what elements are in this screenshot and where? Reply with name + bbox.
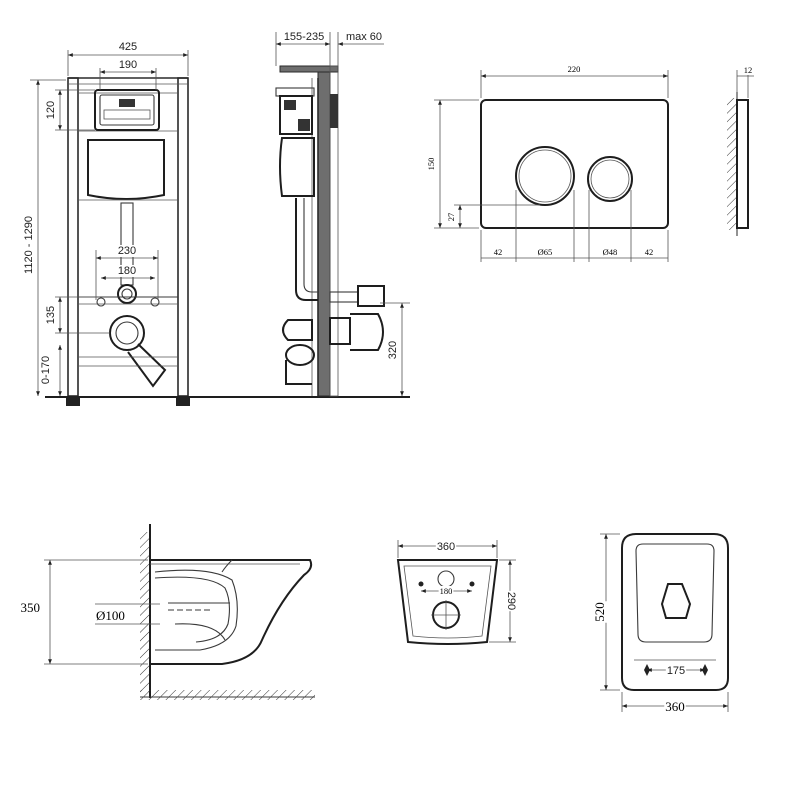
frame-left-foot xyxy=(66,396,80,406)
dim-frame-width: 425 xyxy=(119,41,137,53)
plate-side-profile xyxy=(736,99,749,229)
dim-plate-right-42: 42 xyxy=(645,247,654,257)
bowl-side-view: 350 Ø100 xyxy=(19,524,315,700)
dim-135: 135 xyxy=(45,306,57,324)
dim-top-width: 360 xyxy=(665,699,685,714)
wall-section xyxy=(317,65,331,397)
dim-plate-width: 190 xyxy=(119,59,137,71)
frame-left-post xyxy=(67,77,79,397)
dim-plate-27: 27 xyxy=(446,213,456,222)
flush-plate-outline xyxy=(480,99,669,229)
bowl-top-outline xyxy=(621,533,729,691)
dim-pipe-height: 320 xyxy=(387,341,399,359)
dim-back-height: 290 xyxy=(505,592,517,610)
dim-button-65: Ø65 xyxy=(538,247,553,257)
dim-button-48: Ø48 xyxy=(603,247,618,257)
bowl-outline xyxy=(150,559,313,665)
dim-plate-left-42: 42 xyxy=(494,247,503,257)
dim-plate-150: 150 xyxy=(426,158,436,171)
dim-plate-12: 12 xyxy=(744,65,753,75)
dim-230: 230 xyxy=(118,245,136,257)
flush-button-large xyxy=(515,146,575,206)
flush-plate-front: 220 150 27 42 Ø65 Ø48 42 xyxy=(426,64,669,262)
frame-right-foot xyxy=(176,396,190,406)
flush-unit-side xyxy=(279,95,313,135)
bowl-back-view: 360 290 180 xyxy=(396,540,517,645)
dim-side-max: max 60 xyxy=(346,31,382,43)
flush-button-small xyxy=(587,156,633,202)
dim-bowl-height: 350 xyxy=(21,600,41,615)
dim-top-holes: 175 xyxy=(667,665,685,677)
frame-right-post xyxy=(177,77,189,397)
dim-180: 180 xyxy=(118,265,136,277)
dim-top-length: 520 xyxy=(592,602,607,622)
dim-bowl-outlet: Ø100 xyxy=(96,608,125,623)
dim-back-width: 360 xyxy=(437,541,455,553)
stud-right xyxy=(150,297,160,307)
dim-side-depth: 155-235 xyxy=(284,31,324,43)
stud-left xyxy=(96,297,106,307)
flush-opening xyxy=(94,89,160,131)
bowl-top-view: 175 520 360 xyxy=(592,533,729,714)
plate-wall-hatch xyxy=(727,98,737,230)
dim-plate-220: 220 xyxy=(568,64,581,74)
bowl-back-outline xyxy=(396,559,499,645)
cistern xyxy=(87,139,165,200)
frame-front-view: 425 190 120 1120 - 1290 230 180 135 0-17… xyxy=(23,41,198,406)
frame-side-view: 155-235 max 60 320 xyxy=(198,31,410,398)
cistern-side xyxy=(279,137,315,197)
flush-plate-side-view: 12 xyxy=(727,65,754,236)
dim-total-height: 1120 - 1290 xyxy=(23,216,35,274)
flush-plate-side xyxy=(330,94,338,128)
dim-0-170: 0-170 xyxy=(40,356,52,384)
dim-plate-height: 120 xyxy=(45,101,57,119)
dim-back-holes: 180 xyxy=(440,586,453,596)
